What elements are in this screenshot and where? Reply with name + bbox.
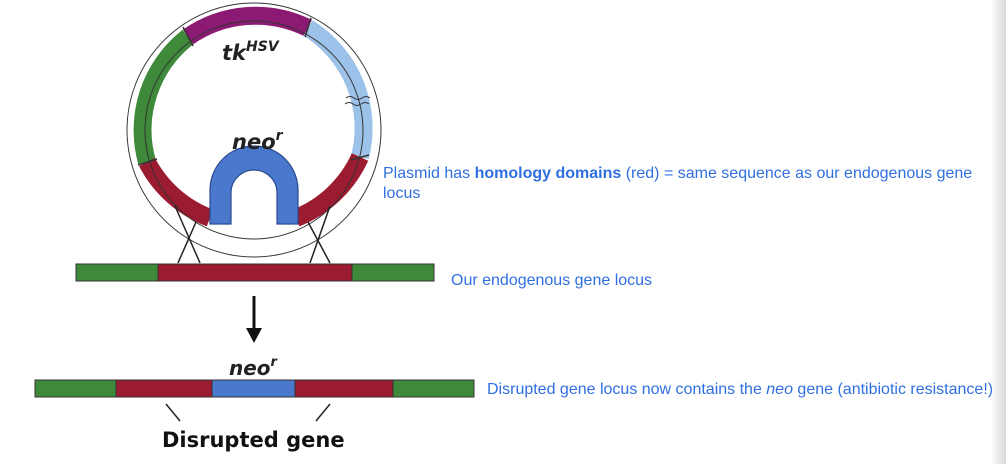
disrupted-neo-blue bbox=[211, 379, 296, 398]
locus-caption: Our endogenous gene locus bbox=[451, 272, 653, 289]
disrupted-gene-pointers bbox=[165, 403, 331, 422]
disrupted-locus-bar bbox=[34, 379, 475, 398]
disrupted-right-red bbox=[294, 379, 394, 398]
segment-dividers bbox=[137, 17, 370, 166]
ring-outer-outline bbox=[126, 2, 382, 258]
neo-plasmid-label: neor bbox=[232, 128, 284, 154]
left-green-segment bbox=[133, 29, 194, 165]
plasmid-caption: Plasmid has homology domains (red) = sam… bbox=[383, 165, 973, 202]
locus-right-green bbox=[351, 263, 435, 282]
left-homology-segment-plasmid bbox=[139, 157, 214, 227]
disrupted-caption: Disrupted gene locus now contains the ne… bbox=[487, 381, 994, 398]
break-mark bbox=[344, 96, 371, 106]
right-homology-segment-plasmid bbox=[292, 153, 369, 227]
vector-backbone-segment bbox=[303, 20, 373, 160]
neo-loop bbox=[209, 145, 299, 225]
tk-hsv-label: tkHSV bbox=[222, 39, 280, 65]
disrupted-left-green bbox=[34, 379, 117, 398]
disrupted-right-green bbox=[392, 379, 475, 398]
endogenous-locus-bar bbox=[75, 263, 435, 282]
disrupted-left-red bbox=[115, 379, 213, 398]
crossover-lines bbox=[174, 205, 331, 264]
locus-left-green bbox=[75, 263, 159, 282]
tk-segment bbox=[182, 6, 312, 45]
neo-bottom-label: neor bbox=[229, 355, 279, 380]
disrupted-gene-label: Disrupted gene bbox=[162, 428, 345, 452]
locus-red-gene bbox=[157, 263, 353, 282]
edge-shadow bbox=[990, 0, 1006, 464]
down-arrow-icon bbox=[246, 296, 262, 343]
ring-inner-outline bbox=[144, 20, 364, 240]
